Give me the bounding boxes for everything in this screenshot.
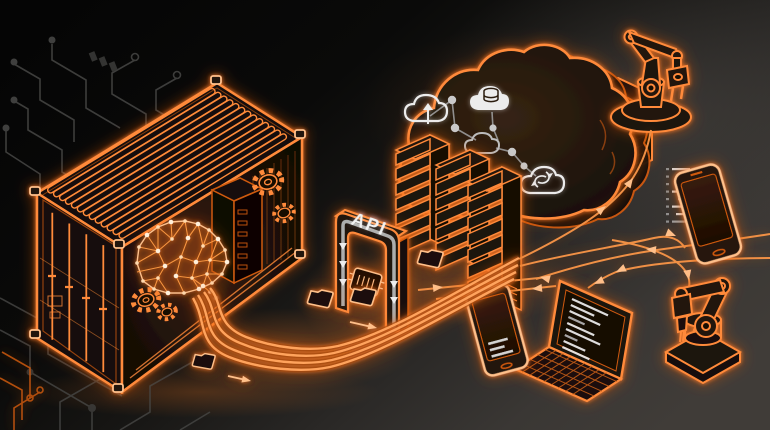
circuit-traces-top-left xyxy=(2,36,182,192)
laptop-with-code xyxy=(512,279,634,403)
stream-arrows xyxy=(227,321,377,383)
corner-castings xyxy=(29,75,306,393)
ai-brain xyxy=(135,219,230,301)
brain-nodes xyxy=(135,219,230,301)
gear-icon xyxy=(156,302,178,322)
cloud-upload-icon xyxy=(403,93,449,124)
flow-line-to-robot-arm xyxy=(518,129,652,260)
data-stream-line xyxy=(209,256,520,350)
robotic-arm-top-right xyxy=(610,29,692,133)
brain-mesh xyxy=(136,220,228,299)
memory-chip xyxy=(347,267,385,297)
data-stream-line xyxy=(191,277,515,371)
folder-icon xyxy=(306,289,334,309)
folder-icon xyxy=(349,287,377,307)
container-doors xyxy=(35,190,124,395)
arch-inner-band xyxy=(341,219,396,329)
folder-icon xyxy=(191,352,216,370)
smartphone-right xyxy=(673,163,743,265)
gear-icon xyxy=(272,202,296,224)
container-top-face xyxy=(34,81,305,249)
data-stream-line xyxy=(196,270,517,364)
laptop-keyboard xyxy=(521,349,618,397)
gear-icon xyxy=(251,168,285,196)
flow-arrows xyxy=(432,178,692,293)
flow-line-to-phone xyxy=(519,235,686,267)
robotic-arm-bottom-right xyxy=(663,277,743,385)
cloud-outline-icon xyxy=(463,131,501,154)
circuit-traces-orange-corner xyxy=(0,351,44,430)
data-streams xyxy=(190,255,521,383)
database-cloud-icon xyxy=(470,86,509,110)
folder-icon xyxy=(416,249,444,269)
arch-band-arrows xyxy=(339,243,398,304)
cloud-accent-arcs xyxy=(599,119,616,175)
api-gateway-arch: API xyxy=(333,208,409,334)
gear-icon xyxy=(130,287,162,313)
folder-icons xyxy=(191,249,444,370)
gears xyxy=(130,168,296,322)
data-stream-line xyxy=(203,263,519,357)
